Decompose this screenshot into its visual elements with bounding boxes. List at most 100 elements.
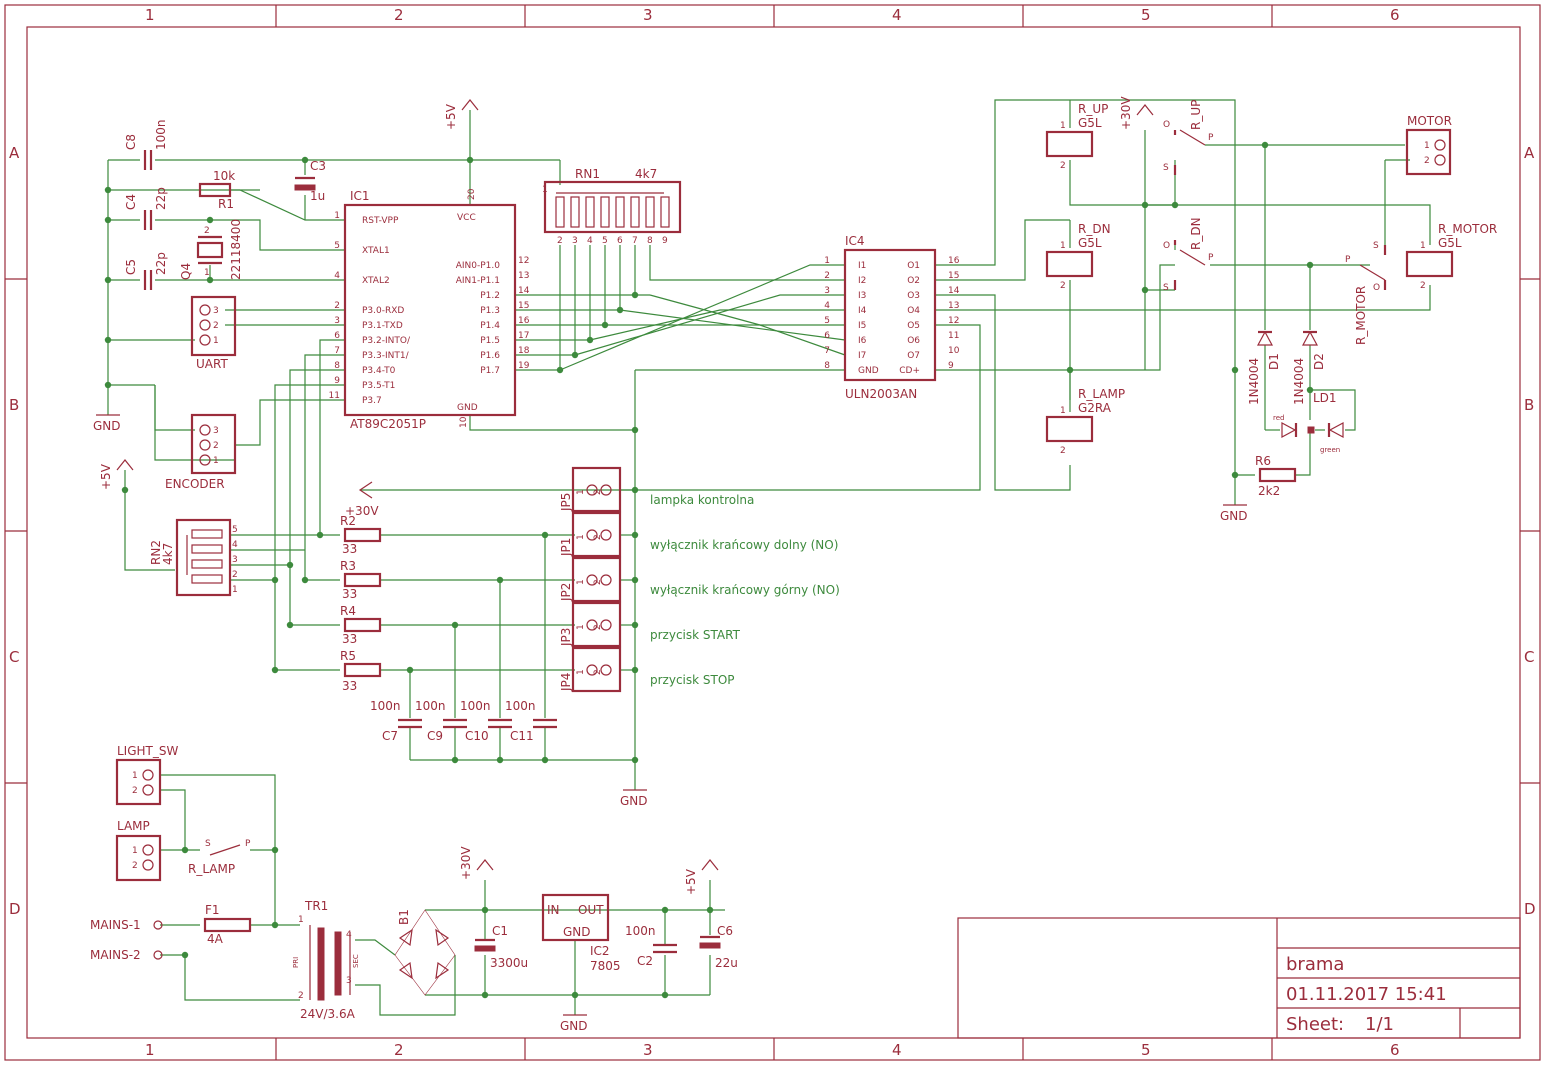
junction-dot	[631, 486, 639, 494]
rn2-element	[191, 529, 223, 539]
junction-dot	[271, 666, 279, 674]
row-label-left: C	[9, 648, 19, 666]
ic4-pin-num: 1	[824, 256, 830, 266]
rn1-pin-num: 7	[632, 236, 638, 246]
row-label-left: D	[9, 900, 21, 918]
c11-capacitor: 100n C11	[505, 699, 557, 743]
svg-text:2: 2	[593, 624, 603, 630]
ic1-pin-name: AIN1-P1.1	[456, 276, 500, 286]
junction-dot	[286, 621, 294, 629]
svg-text:R1: R1	[218, 197, 234, 211]
svg-text:GND: GND	[560, 1019, 588, 1033]
svg-text:AT89C2051P: AT89C2051P	[350, 417, 426, 431]
svg-text:G5L: G5L	[1078, 236, 1102, 250]
junction-dot	[1231, 471, 1239, 479]
junction-dot	[496, 756, 504, 764]
junction-dot	[541, 756, 549, 764]
col-label-top: 3	[643, 6, 653, 24]
svg-text:S: S	[1163, 163, 1169, 173]
svg-text:IN: IN	[547, 903, 560, 917]
svg-text:UART: UART	[196, 357, 228, 371]
title-sheet-value: 1/1	[1365, 1014, 1394, 1035]
junction-dot	[631, 621, 639, 629]
svg-text:22p: 22p	[154, 252, 168, 275]
svg-text:C4: C4	[124, 194, 138, 210]
junction-dot	[541, 531, 549, 539]
ic1-pin-num: 9	[334, 376, 340, 386]
ic1-pin-num: 15	[518, 301, 529, 311]
svg-text:2: 2	[593, 579, 603, 585]
svg-text:O: O	[1163, 241, 1170, 251]
svg-text:1: 1	[576, 489, 586, 495]
ic1-pin-name: P3.7	[362, 396, 382, 406]
junction-dot	[631, 756, 639, 764]
svg-text:S: S	[1163, 283, 1169, 293]
light-sw-connector: 1 2 LIGHT_SW	[115, 744, 178, 806]
svg-text:100n: 100n	[154, 119, 168, 150]
svg-text:2k2: 2k2	[1258, 484, 1280, 498]
r-dn-contact: O S P R_DN	[1163, 217, 1214, 293]
gnd-bottom: GND	[560, 1014, 588, 1033]
junction-dot	[631, 291, 639, 299]
col-label-top: 1	[145, 6, 155, 24]
header-pin-num: 2	[213, 441, 219, 451]
f1-fuse: F1 4A	[203, 903, 252, 946]
rn1-element	[615, 196, 625, 228]
svg-text:R_UP: R_UP	[1189, 100, 1203, 130]
ic1-pin-name: P3.5-T1	[362, 381, 395, 391]
junction-dot	[206, 216, 214, 224]
junction-dot	[1066, 366, 1074, 374]
svg-text:red: red	[1273, 414, 1284, 422]
relay-r-motor: R_MOTOR G5L 1 2	[1405, 222, 1497, 291]
ic4-pin-num: 3	[824, 286, 830, 296]
ic4-pin-name: O5	[907, 321, 920, 331]
ic1-pin-name: P3.1-TXD	[362, 321, 403, 331]
jumper-name: JP5	[559, 493, 573, 512]
col-label-top: 4	[892, 6, 902, 24]
svg-text:IC1: IC1	[350, 189, 370, 203]
junction-dot	[571, 351, 579, 359]
svg-text:+30V: +30V	[1119, 96, 1133, 130]
junction-dot	[104, 336, 112, 344]
svg-text:3: 3	[346, 976, 352, 986]
ic4-pin-name: I1	[858, 261, 866, 271]
svg-text:2: 2	[1420, 281, 1426, 291]
ic4-pin-num: 12	[948, 316, 959, 326]
relay-r-lamp: R_LAMP G2RA 1 2	[1045, 387, 1125, 456]
svg-text:TR1: TR1	[304, 899, 328, 913]
junction-dot	[661, 906, 669, 914]
row-label-right: A	[1524, 144, 1535, 162]
ic4-pin-num: 2	[824, 271, 830, 281]
svg-text:+5V: +5V	[444, 103, 458, 130]
svg-text:GND: GND	[620, 794, 648, 808]
svg-text:LIGHT_SW: LIGHT_SW	[117, 744, 178, 758]
junction-dot	[286, 561, 294, 569]
gnd-left: GND	[93, 414, 121, 433]
svg-text:VCC: VCC	[457, 213, 476, 223]
junction-dot	[631, 666, 639, 674]
ic4-pin-name: I5	[858, 321, 866, 331]
r1-resistor: 10k R1	[198, 169, 235, 211]
svg-text:O: O	[1163, 120, 1170, 130]
junction-dot	[271, 846, 279, 854]
svg-text:F1: F1	[205, 903, 220, 917]
ic4-pin-num: 6	[824, 331, 830, 341]
c4-capacitor: C4 22p	[124, 187, 168, 230]
svg-text:LAMP: LAMP	[117, 819, 150, 833]
ic4-pin-name: O3	[907, 291, 920, 301]
wires	[107, 99, 1431, 1016]
plus5v-top: +5V	[444, 99, 479, 130]
svg-text:1: 1	[1420, 241, 1426, 251]
ic4-pin-num: 16	[948, 256, 960, 266]
junction-dot	[556, 366, 564, 374]
svg-text:+5V: +5V	[99, 463, 113, 490]
rn2-element	[191, 559, 223, 569]
svg-text:SEC: SEC	[352, 954, 360, 968]
junctions	[104, 141, 1314, 999]
svg-text:1: 1	[204, 268, 210, 278]
svg-text:P: P	[1345, 255, 1351, 265]
plus5v-bottom: +5V	[684, 859, 719, 895]
junction-dot	[104, 216, 112, 224]
